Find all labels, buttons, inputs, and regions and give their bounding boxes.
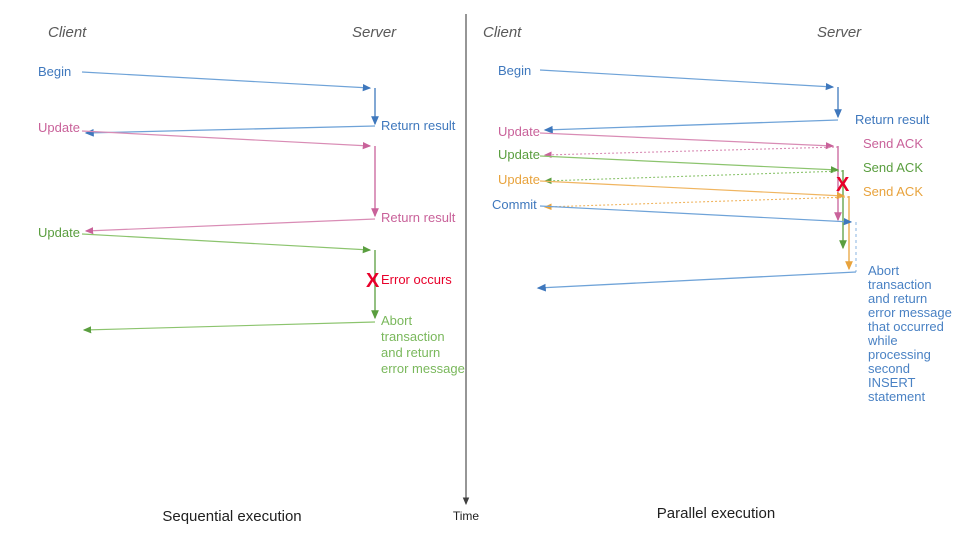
left-label-abort-block: Abort transaction and return error messa… (381, 313, 465, 376)
left-arrow-return-result-2 (84, 218, 376, 235)
left-arrow-update-1 (81, 130, 372, 150)
right-label-return-result: Return result (855, 112, 930, 127)
right-label-update-3: Update (498, 172, 540, 187)
right-arrow-return-result (543, 119, 839, 134)
left-label-error-occurs: Error occurs (381, 272, 452, 287)
left-label-update-2: Update (38, 225, 80, 240)
right-arrow-send-ack-2 (543, 170, 844, 185)
time-axis-label: Time (453, 509, 480, 523)
left-label-return-result-2: Return result (381, 210, 456, 225)
left-error-x-icon: X (366, 270, 380, 292)
right-abort-line-9: statement (868, 389, 925, 404)
right-label-begin: Begin (498, 63, 531, 78)
right-server-lane-label: Server (817, 24, 862, 41)
right-abort-line-3: error message (868, 305, 952, 320)
right-panel-caption: Parallel execution (657, 505, 775, 522)
right-label-send-ack-1: Send ACK (863, 136, 923, 151)
right-abort-line-0: Abort (868, 263, 899, 278)
right-label-update-2: Update (498, 147, 540, 162)
right-arrow-update-1 (539, 132, 835, 150)
right-arrow-update-2 (539, 155, 840, 174)
left-panel-sequential: Client Server Begin Return result Update… (38, 24, 465, 525)
right-arrow-begin (539, 69, 835, 91)
right-label-abort-block: Abort transaction and return error messa… (867, 263, 955, 404)
right-abort-line-2: and return (868, 291, 927, 306)
right-arrow-update-3 (539, 180, 846, 200)
right-abort-line-7: second (868, 361, 910, 376)
right-abort-line-4: that occurred (868, 319, 944, 334)
right-abort-line-5: while (867, 333, 898, 348)
right-abort-line-8: INSERT (868, 375, 915, 390)
left-label-return-result-1: Return result (381, 118, 456, 133)
left-panel-caption: Sequential execution (162, 508, 301, 525)
right-panel-parallel: Client Server Begin Return result Update… (483, 24, 955, 522)
right-arrow-send-ack-1 (543, 146, 839, 159)
left-label-update-1: Update (38, 120, 80, 135)
right-label-send-ack-3: Send ACK (863, 184, 923, 199)
left-label-begin: Begin (38, 64, 71, 79)
left-abort-line-1: transaction (381, 329, 445, 344)
right-arrow-commit (539, 205, 853, 226)
left-arrow-update-2 (81, 233, 372, 254)
left-arrow-return-result-1 (84, 125, 376, 137)
left-client-lane-label: Client (48, 24, 87, 41)
right-label-commit: Commit (492, 197, 537, 212)
left-abort-line-2: and return (381, 345, 440, 360)
right-client-lane-label: Client (483, 24, 522, 41)
left-arrow-abort (82, 321, 376, 334)
right-arrow-send-ack-3 (543, 196, 850, 211)
right-abort-line-1: transaction (868, 277, 932, 292)
left-abort-line-0: Abort (381, 313, 412, 328)
right-error-x-icon: X (836, 174, 850, 196)
right-arrow-abort (536, 271, 857, 292)
left-arrow-begin (81, 71, 372, 92)
right-abort-line-6: processing (868, 347, 931, 362)
left-abort-line-3: error message (381, 361, 465, 376)
right-label-send-ack-2: Send ACK (863, 160, 923, 175)
right-label-update-1: Update (498, 124, 540, 139)
left-server-lane-label: Server (352, 24, 397, 41)
